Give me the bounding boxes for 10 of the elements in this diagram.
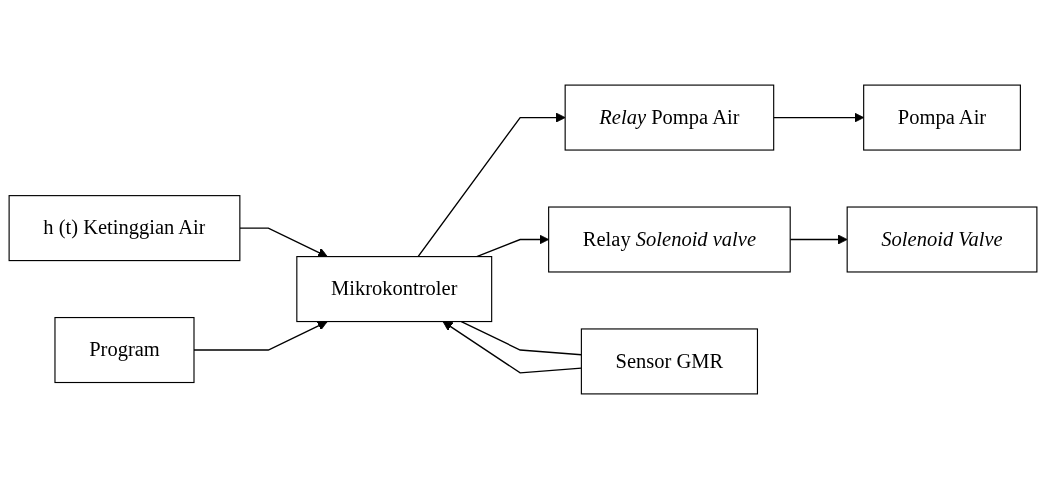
arrow — [417, 112, 566, 258]
node-box: Pompa Air — [863, 84, 1021, 151]
node-box: h (t) Ketinggian Air — [8, 195, 241, 262]
node-box: Mikrokontroler — [296, 256, 493, 323]
node-box: Solenoid Valve — [846, 206, 1038, 273]
node-box: Program — [54, 317, 195, 384]
node-box: Relay Solenoid valve — [548, 206, 791, 273]
arrow — [239, 227, 328, 258]
node-box: Relay Pompa Air — [564, 84, 775, 151]
node-box: Sensor GMR — [580, 328, 759, 395]
